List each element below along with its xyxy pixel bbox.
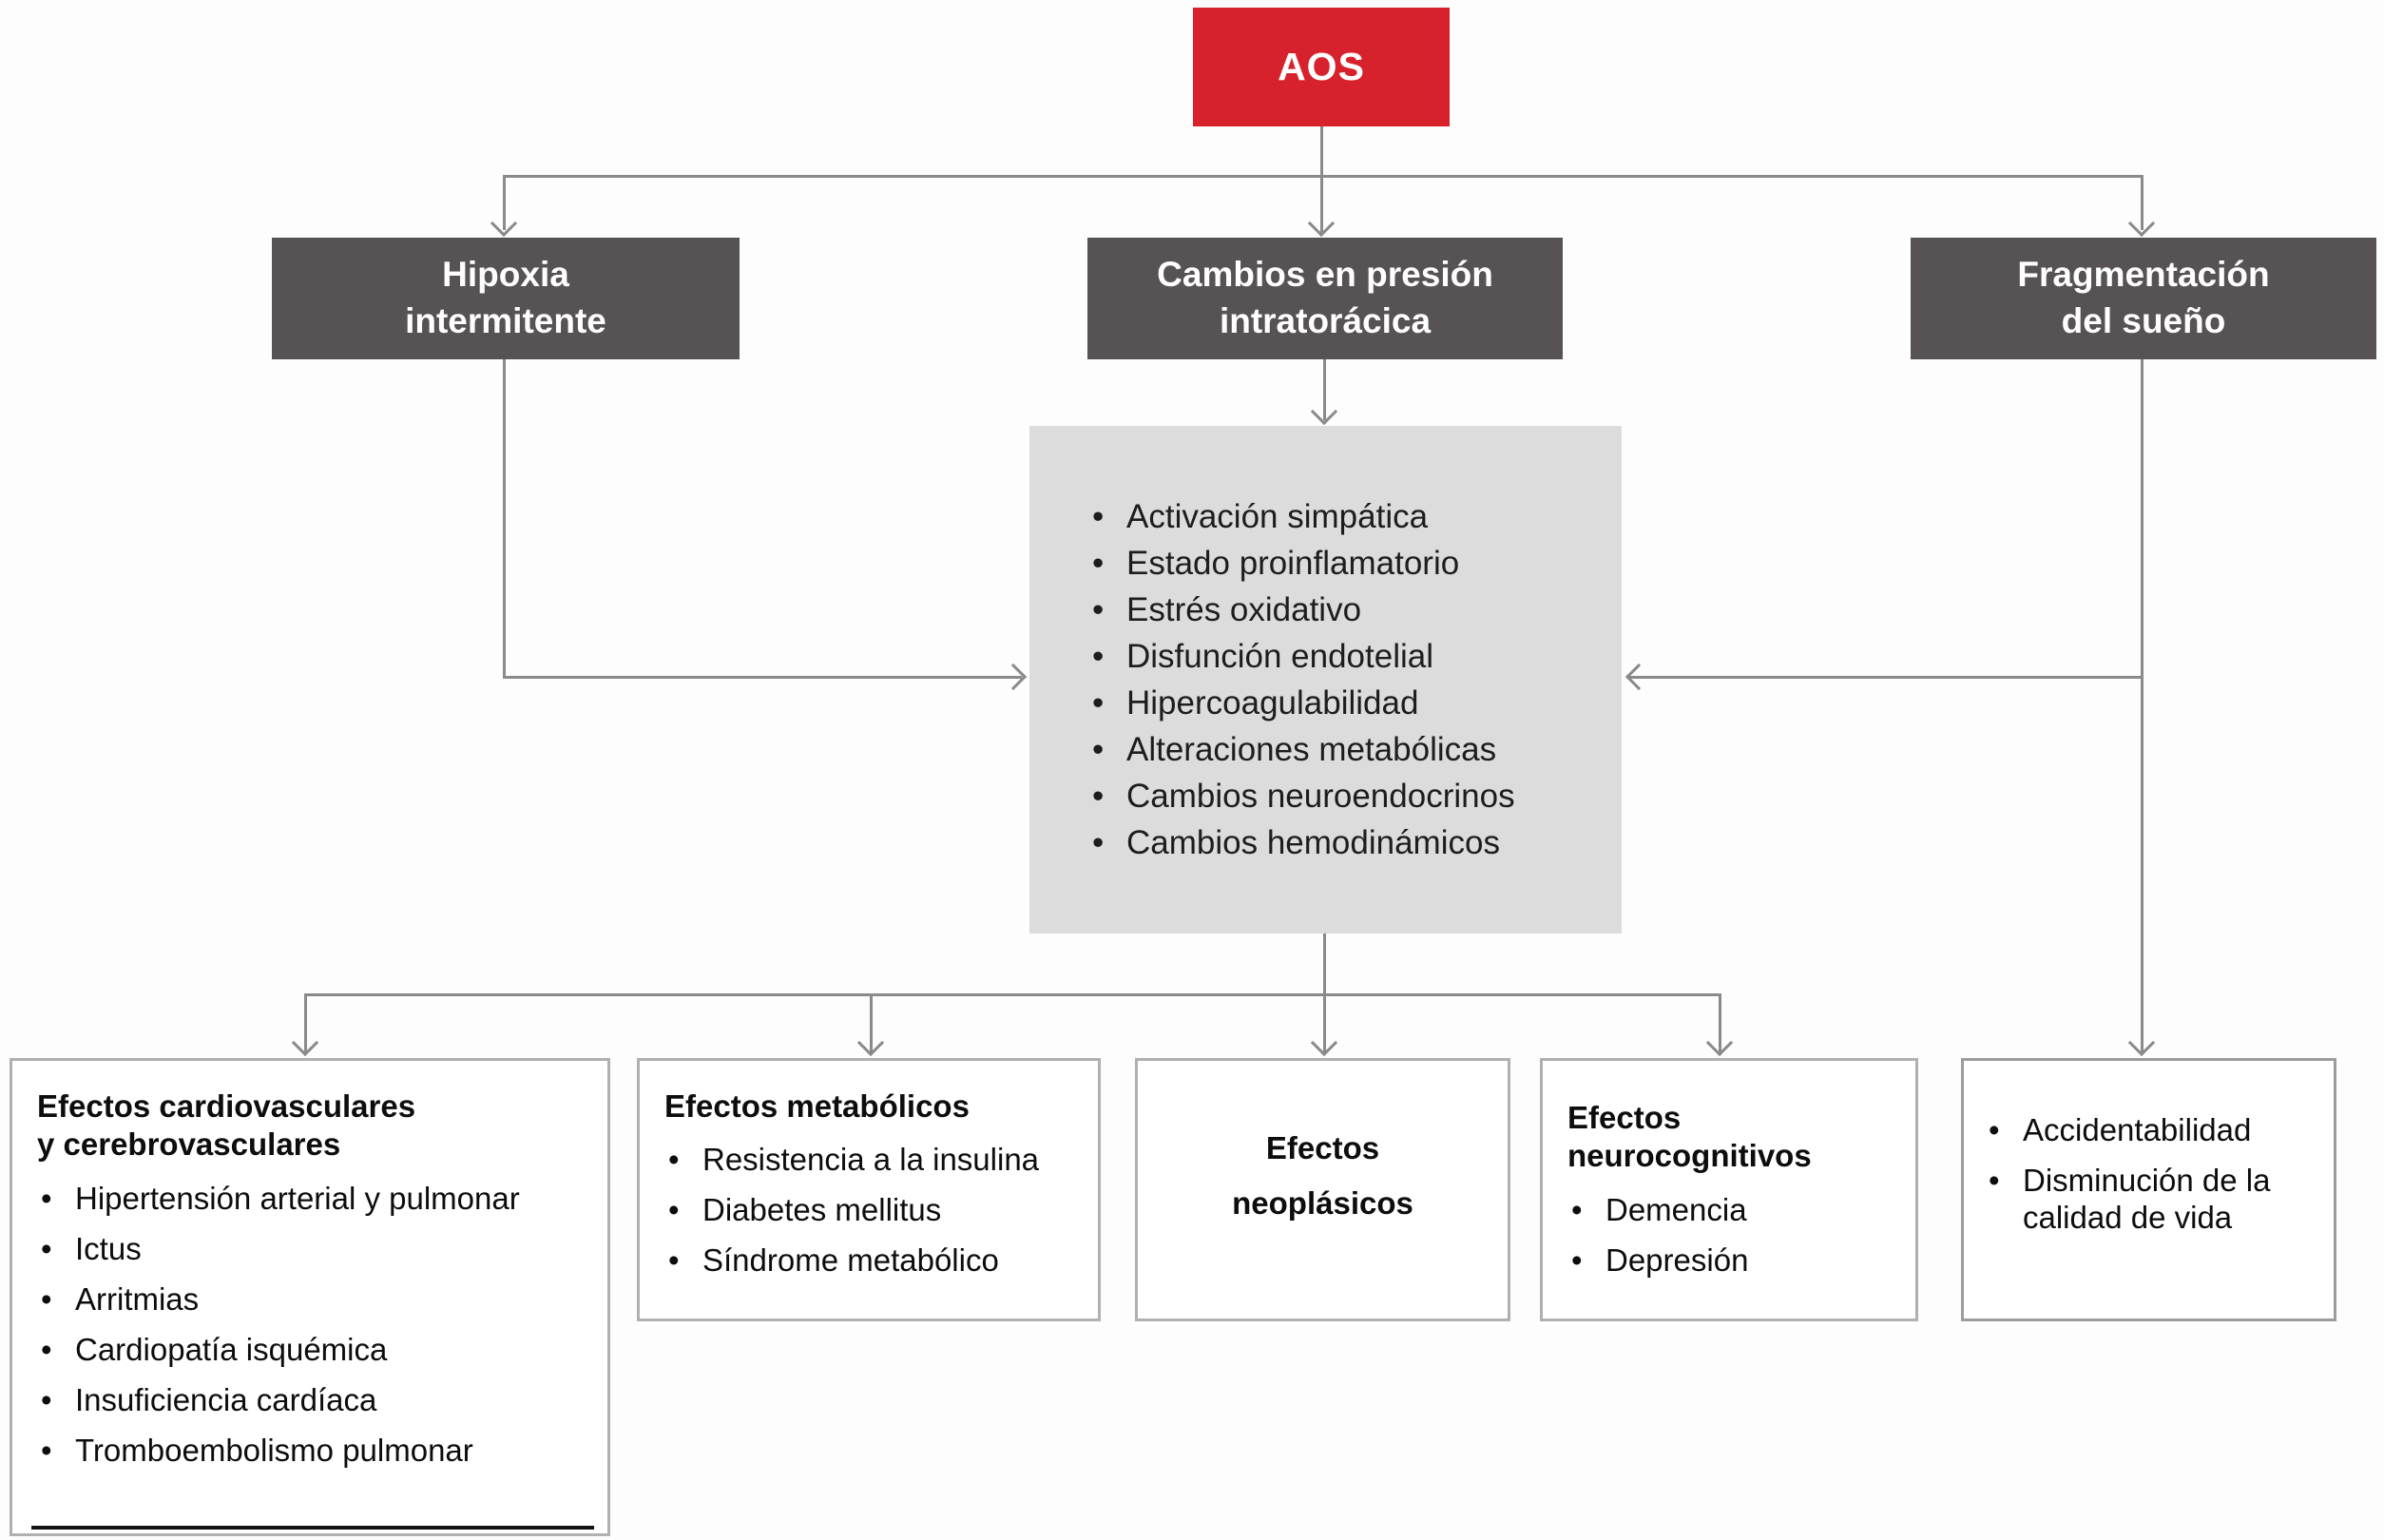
outcome-title: Efectos neoplásicos [1232,1129,1413,1221]
outcome-list: DemenciaDepresión [1567,1191,1902,1279]
outcome-title: Efectos cardiovasculares y cerebrovascul… [37,1088,416,1163]
list-item: Cardiopatía isquémica [37,1331,594,1368]
connector-line [2141,359,2144,1053]
aos-root-node: AOS [1193,8,1450,126]
list-item: Síndrome metabólico [664,1242,1085,1279]
outcome-accidentabilidad-calidad-vida: AccidentabilidadDisminución de la calida… [1961,1058,2336,1321]
arrowhead-down-icon [1307,209,1336,238]
list-item: Disminución de la calidad de vida [1985,1162,2326,1236]
list-item: Hipercoagulabilidad [1088,683,1515,722]
list-item: Demencia [1567,1191,1902,1228]
outcome-list: Resistencia a la insulinaDiabetes mellit… [664,1141,1085,1279]
connector-line [870,993,873,1053]
list-item: Accidentabilidad [1985,1111,2326,1148]
list-item: Resistencia a la insulina [664,1141,1085,1178]
arrowhead-down-icon [1705,1029,1734,1057]
arrowhead-left-icon [1625,663,1653,691]
list-item: Activación simpática [1088,497,1515,536]
pathway-hipoxia-intermitente: Hipoxia intermitente [272,238,740,359]
arrowhead-down-icon [2127,1029,2156,1057]
list-item: Depresión [1567,1242,1902,1279]
list-item: Estado proinflamatorio [1088,544,1515,583]
arrowhead-down-icon [2127,209,2156,238]
mechanisms-panel: Activación simpáticaEstado proinflamator… [1029,426,1622,934]
list-item: Insuficiencia cardíaca [37,1381,594,1418]
connector-line [304,993,1721,996]
outcome-neurocognitivo: Efectos neurocognitivos DemenciaDepresió… [1540,1058,1918,1321]
outcome-title: Efectos metabólicos [664,1088,970,1124]
list-item: Ictus [37,1230,594,1267]
list-item: Cambios neuroendocrinos [1088,777,1515,816]
list-item: Hipertensión arterial y pulmonar [37,1180,594,1217]
outcome-cardiovascular-cerebrovascular: Efectos cardiovasculares y cerebrovascul… [10,1058,610,1536]
bottom-rule [31,1526,594,1530]
arrowhead-down-icon [856,1029,885,1057]
connector-line [503,175,506,230]
list-item: Alteraciones metabólicas [1088,730,1515,769]
outcome-neoplasico: Efectos neoplásicos [1135,1058,1510,1321]
connector-line [1320,126,1323,234]
connector-line [503,359,506,679]
list-item: Disfunción endotelial [1088,637,1515,676]
outcome-title: Efectos neurocognitivos [1567,1100,1812,1174]
pathway-fragmentacion-sueno: Fragmentación del sueño [1911,238,2376,359]
list-item: Cambios hemodinámicos [1088,823,1515,862]
list-item: Diabetes mellitus [664,1191,1085,1228]
connector-line [503,175,2144,178]
connector-line [2141,175,2144,230]
connector-line [1628,676,2143,679]
list-item: Estrés oxidativo [1088,590,1515,629]
arrowhead-down-icon [1310,397,1338,426]
arrowhead-right-icon [999,663,1028,691]
mechanisms-list: Activación simpáticaEstado proinflamator… [1029,490,1515,870]
pathway-cambios-presion-intratoracica: Cambios en presión intratorácica [1087,238,1563,359]
arrowhead-down-icon [490,209,518,238]
list-item: Tromboembolismo pulmonar [37,1432,594,1469]
outcome-list: Hipertensión arterial y pulmonarIctusArr… [37,1180,594,1469]
connector-line [1323,359,1326,420]
arrowhead-down-icon [291,1029,319,1057]
outcome-metabolico: Efectos metabólicos Resistencia a la ins… [637,1058,1101,1321]
connector-line [1719,993,1721,1053]
connector-line [304,993,307,1053]
list-item: Arritmias [37,1280,594,1318]
arrowhead-down-icon [1310,1029,1338,1057]
connector-line [503,676,1022,679]
outcome-list: AccidentabilidadDisminución de la calida… [1985,1111,2326,1249]
